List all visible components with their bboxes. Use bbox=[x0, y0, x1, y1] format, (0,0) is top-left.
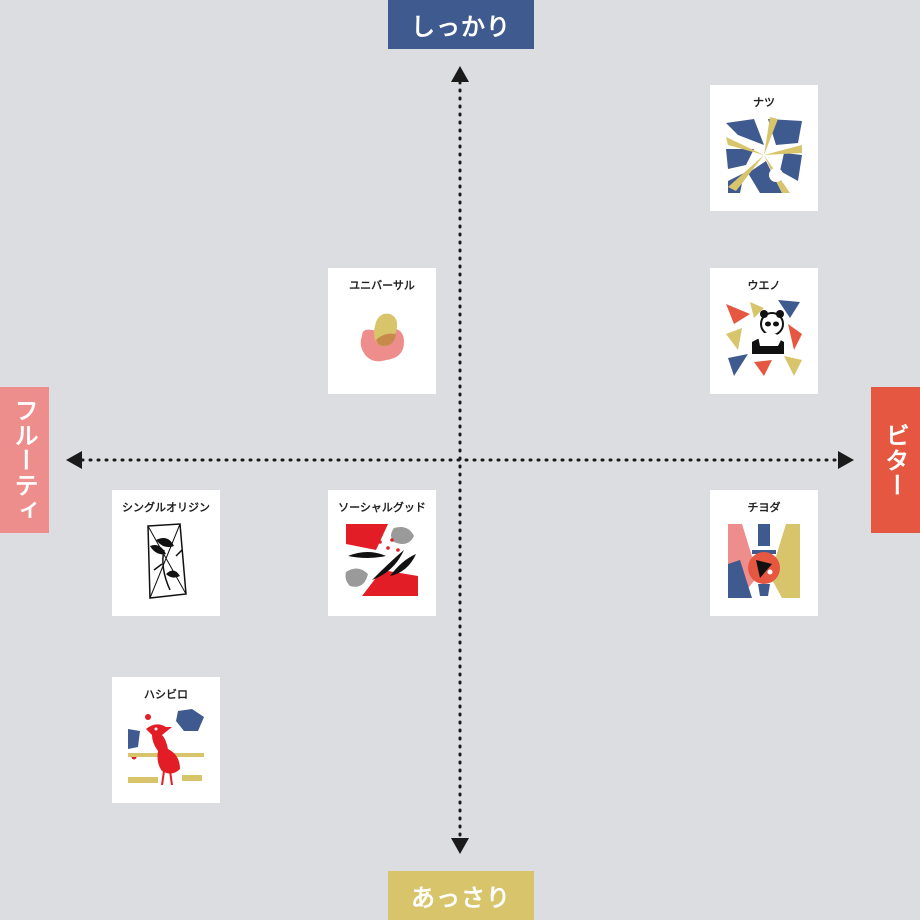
arrow-right-icon bbox=[838, 451, 854, 469]
horizontal-axis bbox=[66, 451, 854, 469]
product-name: ウエノ bbox=[747, 279, 781, 292]
axis-label-bottom: あっさり bbox=[388, 871, 534, 920]
product-card-ueno[interactable]: ウエノ bbox=[710, 268, 818, 394]
axis-label-top: しっかり bbox=[388, 0, 534, 49]
arrow-down-icon bbox=[451, 838, 469, 854]
panda-icon bbox=[726, 300, 802, 376]
product-card-chiyoda[interactable]: チヨダ bbox=[710, 490, 818, 616]
product-name: シングルオリジン bbox=[122, 501, 210, 514]
product-name: ハシビロ bbox=[144, 688, 188, 701]
leaves-icon bbox=[345, 524, 418, 596]
sunburst-icon bbox=[726, 117, 802, 193]
product-card-universal[interactable]: ユニバーサル bbox=[328, 268, 436, 394]
shoebill-icon bbox=[128, 709, 204, 786]
product-name: チヨダ bbox=[747, 501, 781, 514]
product-name: ユニバーサル bbox=[349, 279, 415, 292]
blob-icon bbox=[360, 313, 404, 362]
product-card-hashibiro[interactable]: ハシビロ bbox=[112, 677, 220, 803]
arrow-left-icon bbox=[66, 451, 82, 469]
product-card-natsu[interactable]: ナツ bbox=[710, 85, 818, 211]
sketch-icon bbox=[147, 523, 187, 599]
shrine-icon bbox=[728, 524, 800, 598]
axis-label-right: ビター bbox=[871, 387, 920, 533]
product-name: ソーシャルグッド bbox=[338, 501, 426, 514]
axis-label-left: フルーティ bbox=[0, 387, 49, 533]
product-card-single-origin[interactable]: シングルオリジン bbox=[112, 490, 220, 616]
product-name: ナツ bbox=[753, 96, 775, 109]
product-card-social-good[interactable]: ソーシャルグッド bbox=[328, 490, 436, 616]
arrow-up-icon bbox=[451, 66, 469, 82]
